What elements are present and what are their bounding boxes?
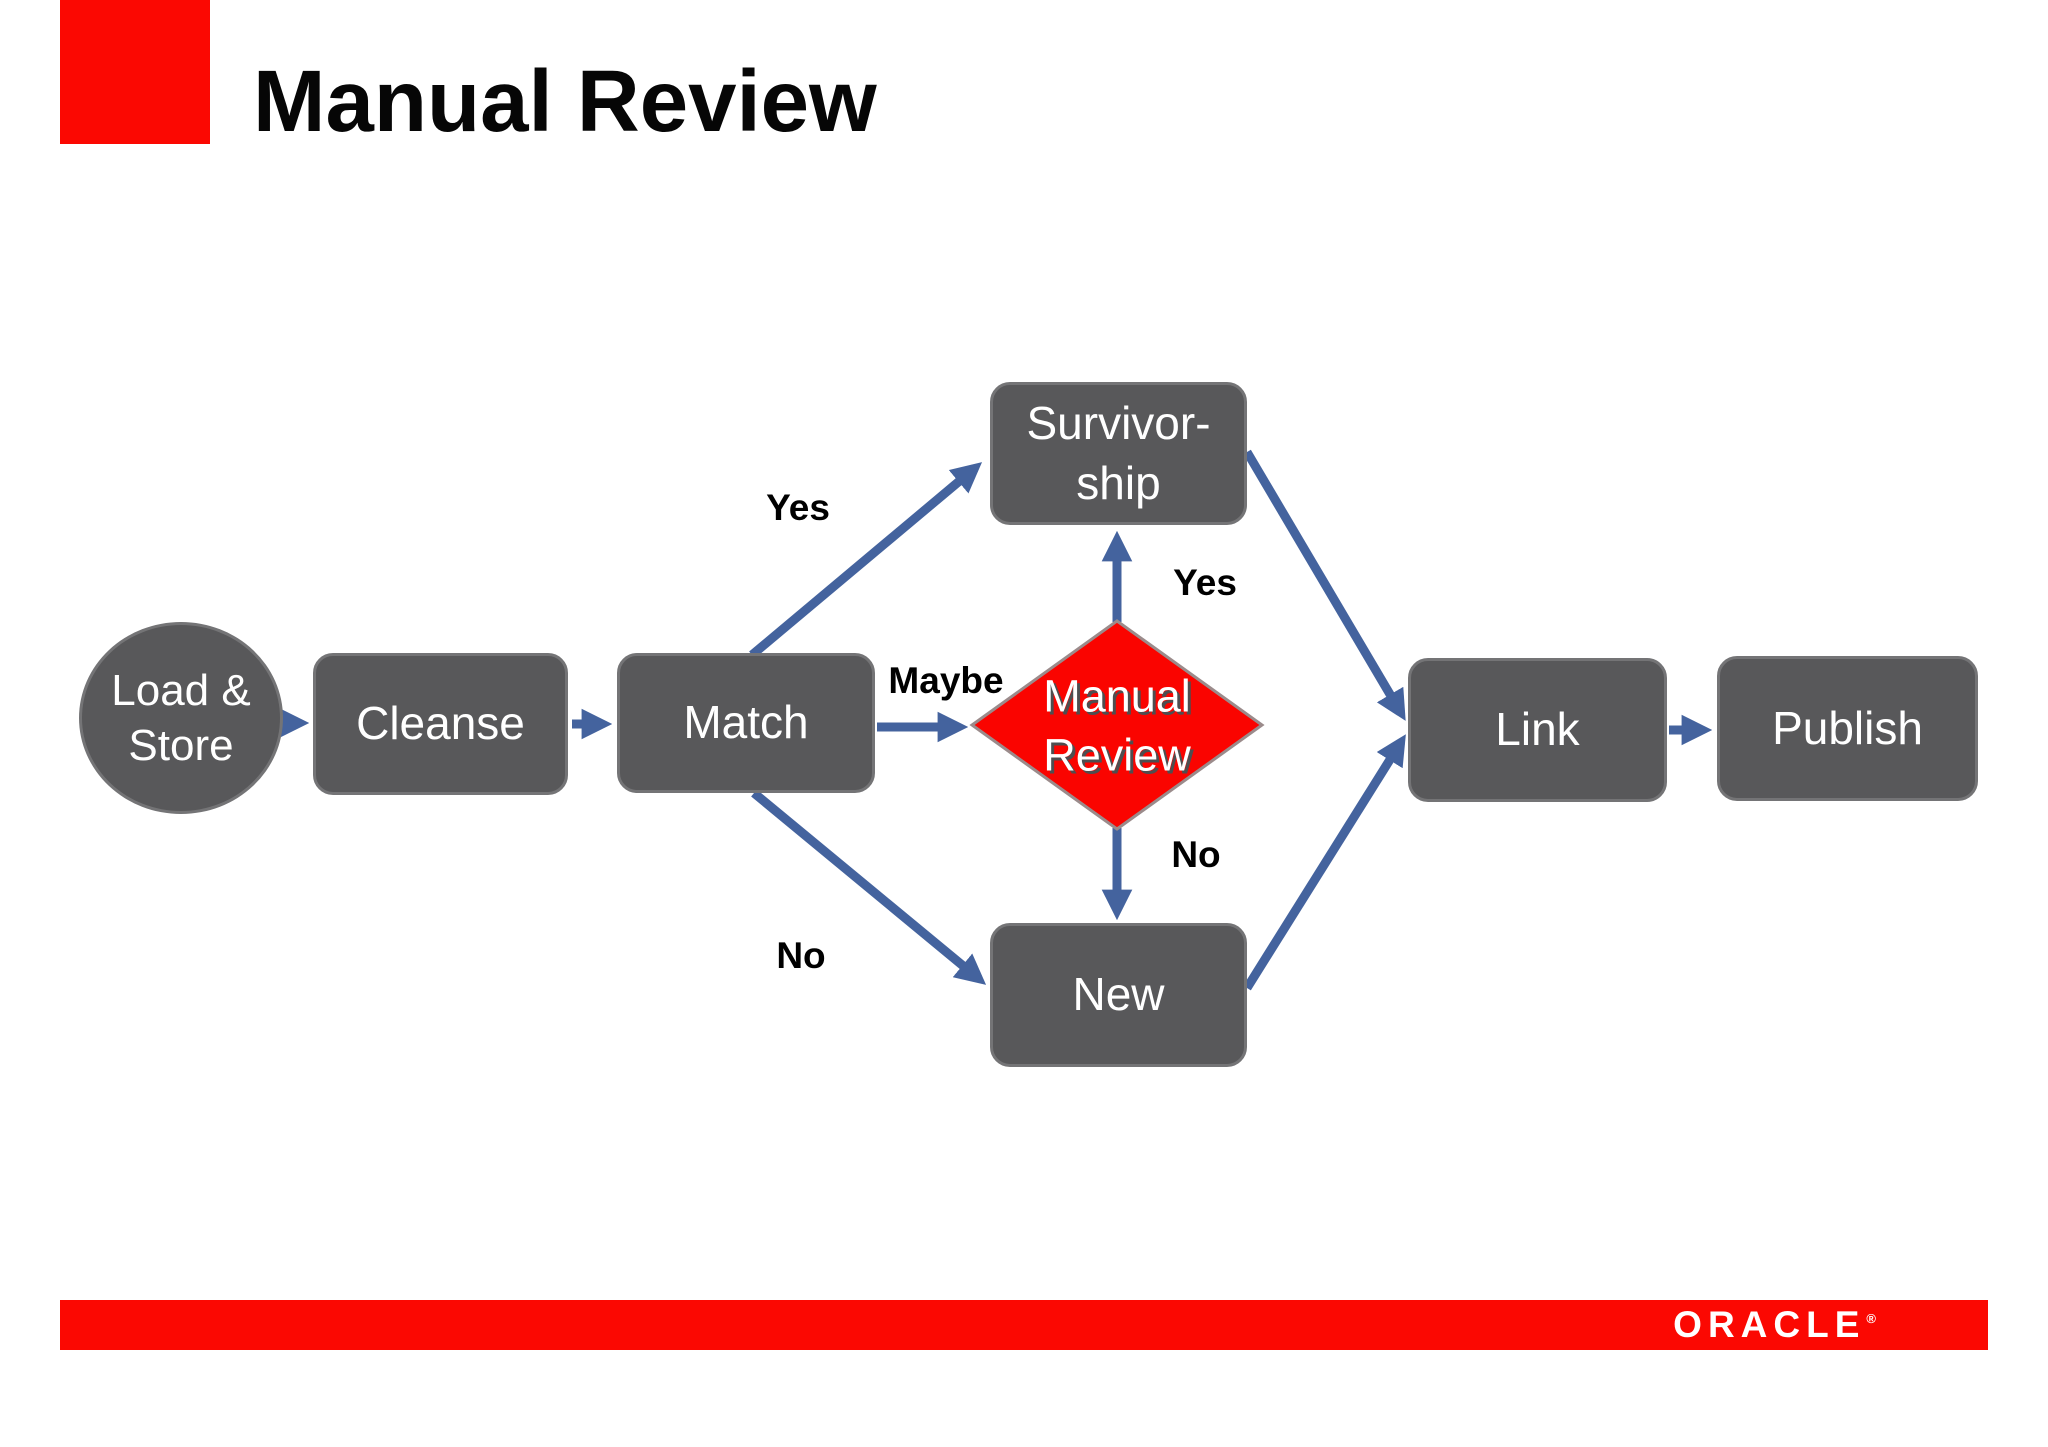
edge-match-to-survivorship [749,462,983,659]
accent-square [60,0,210,144]
node-new-label: New [1072,968,1165,1021]
edge-survivorship-to-link [1243,449,1406,721]
node-load-store: Load & Store [79,622,283,814]
edge-label-manual-review-to-survivorship: Yes [1173,562,1237,603]
node-load-store-label: Load & Store [111,666,251,770]
node-cleanse: Cleanse [313,653,568,795]
node-survivorship: Survivor- ship [990,382,1247,525]
oracle-logo: ORACLE® [1673,1300,1876,1350]
node-publish-label: Publish [1772,701,1923,754]
node-match-label: Match [683,696,809,749]
node-match: Match [617,653,875,793]
slide-title: Manual Review [253,53,877,150]
edge-new-to-link [1243,734,1406,991]
oracle-logo-text: ORACLE [1673,1304,1866,1345]
node-cleanse-label: Cleanse [356,697,525,750]
registered-mark-icon: ® [1866,1310,1876,1326]
node-link-label: Link [1495,703,1580,756]
node-survivorship-label: Survivor- ship [1026,396,1211,509]
edge-label-match-to-survivorship: Yes [766,487,830,528]
edge-label-match-to-new: No [776,935,826,976]
node-new: New [990,923,1247,1067]
footer-bar: ORACLE® [60,1300,1988,1350]
node-link: Link [1408,658,1667,802]
node-publish: Publish [1717,656,1978,801]
edge-label-manual-review-to-new: No [1171,834,1221,875]
node-manual-review-diamond [969,619,1265,831]
edge-match-to-new [751,789,987,985]
edge-label-match-to-manual-review: Maybe [888,660,1004,701]
node-manual-review-label: Manual Review [1043,670,1191,781]
